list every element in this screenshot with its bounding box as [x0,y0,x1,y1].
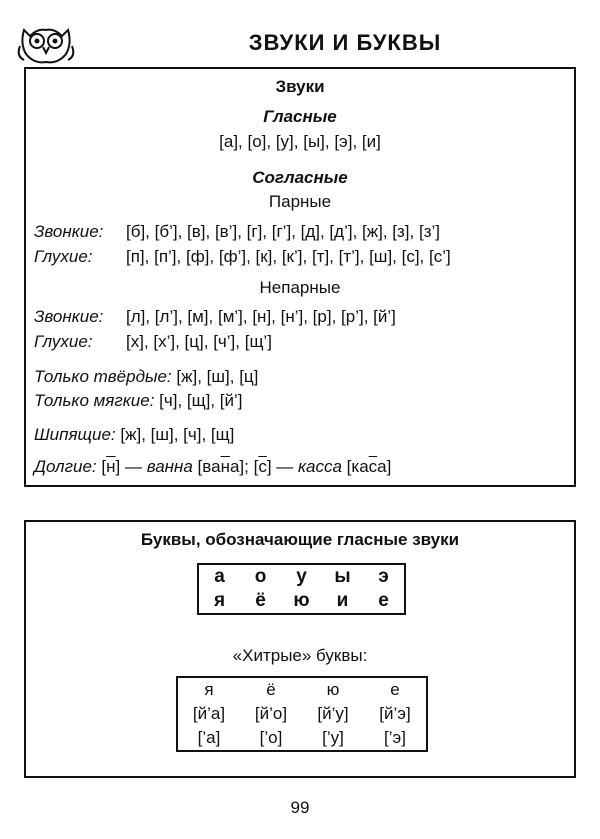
table-cell: [й’а] [192,704,226,723]
long-word-vanna: ванна [146,457,193,476]
table-cell: [’а] [197,728,221,747]
table-cell: ю [326,680,340,699]
long-s-sound: [с] [253,457,272,476]
table-row: [’а] [’о] [’у] [’э] [177,726,427,751]
table-cell: у [296,566,307,587]
hard-only-list: [ж], [ш], [ц] [176,367,259,386]
table-cell: [й’э] [379,704,411,723]
table-row: я ё ю и е [198,589,405,614]
long-vanna-transcription: [вана]; [192,457,254,476]
table-cell: [’о] [259,728,283,747]
table-row: а о у ы э [198,564,405,589]
hissing-list: [ж], [ш], [ч], [щ] [120,425,235,444]
table-cell: [й’у] [317,704,349,723]
page-title: ЗВУКИ И БУКВЫ [248,30,442,55]
hissing-label: Шипящие: [34,425,116,444]
hard-only-row: Только твёрдые: [ж], [ш], [ц] [34,367,566,387]
unpaired-heading: Непарные [259,278,341,297]
table-cell: е [390,680,400,699]
paired-voiced-row: Звонкие: [б], [б’], [в], [в’], [г], [г’]… [34,222,566,242]
table-cell: [’э] [384,728,406,747]
table-cell: ю [293,590,310,611]
vowel-letters-table: а о у ы э я ё ю и е [197,563,406,615]
table-cell: [’у] [322,728,344,747]
table-cell: ы [334,566,351,587]
soft-only-list: [ч], [щ], [й’] [159,391,243,410]
table-row: я ё ю е [177,677,427,702]
tricky-letters-table: я ё ю е [й’а] [й’о] [й’у] [й’э] [’а] [’о… [176,676,428,752]
soft-only-row: Только мягкие: [ч], [щ], [й’] [34,391,566,411]
vowel-sounds-list: [а], [о], [у], [ы], [э], [и] [219,132,381,151]
unpaired-voiceless-row: Глухие: [х], [х’], [ц], [ч’], [щ’] [34,332,566,352]
long-row: Долгие: [н] — ванна [вана]; [с] — касса … [34,457,392,476]
unpaired-voiced-list: [л], [л’], [м], [м’], [н], [н’], [р], [р… [126,307,396,326]
unpaired-voiceless-label: Глухие: [34,332,93,351]
sounds-box: Звуки Гласные [а], [о], [у], [ы], [э], [… [24,67,576,487]
long-word-kassa: касса [298,457,342,476]
vowels-heading: Гласные [263,107,337,126]
sounds-heading: Звуки [275,77,325,96]
hissing-row: Шипящие: [ж], [ш], [ч], [щ] [34,425,566,445]
table-cell: э [378,566,389,587]
tricky-letters-label: «Хитрые» буквы: [232,646,368,665]
table-row: [й’а] [й’о] [й’у] [й’э] [177,702,427,726]
paired-voiced-label: Звонкие: [34,222,104,241]
table-cell: ё [255,590,266,611]
paired-heading: Парные [268,192,332,211]
table-cell: е [378,590,389,611]
paired-voiceless-label: Глухие: [34,247,93,266]
unpaired-voiced-row: Звонкие: [л], [л’], [м], [м’], [н], [н’]… [34,307,566,327]
table-cell: я [204,680,214,699]
long-kassa-transcription: [каса] [341,457,392,476]
hard-only-label: Только твёрдые: [34,367,172,386]
owl-logo-icon [17,28,75,64]
table-cell: [й’о] [254,704,288,723]
unpaired-voiced-label: Звонкие: [34,307,104,326]
unpaired-voiceless-list: [х], [х’], [ц], [ч’], [щ’] [126,332,272,351]
long-n-sound: [н] [101,457,121,476]
page-number: 99 [290,798,310,817]
table-cell: и [336,590,349,611]
table-cell: ё [266,680,276,699]
consonants-heading: Согласные [252,168,348,187]
paired-voiceless-row: Глухие: [п], [п’], [ф], [ф’], [к], [к’],… [34,247,566,267]
letters-heading: Буквы, обозначающие гласные звуки [140,530,460,549]
paired-voiced-list: [б], [б’], [в], [в’], [г], [г’], [д], [д… [126,222,440,241]
table-cell: о [254,566,267,587]
table-cell: я [213,590,226,611]
table-cell: а [214,566,225,587]
soft-only-label: Только мягкие: [34,391,155,410]
paired-voiceless-list: [п], [п’], [ф], [ф’], [к], [к’], [т], [т… [126,247,451,266]
long-label: Долгие: [34,457,97,476]
letters-box: Буквы, обозначающие гласные звуки а о у … [24,520,576,778]
